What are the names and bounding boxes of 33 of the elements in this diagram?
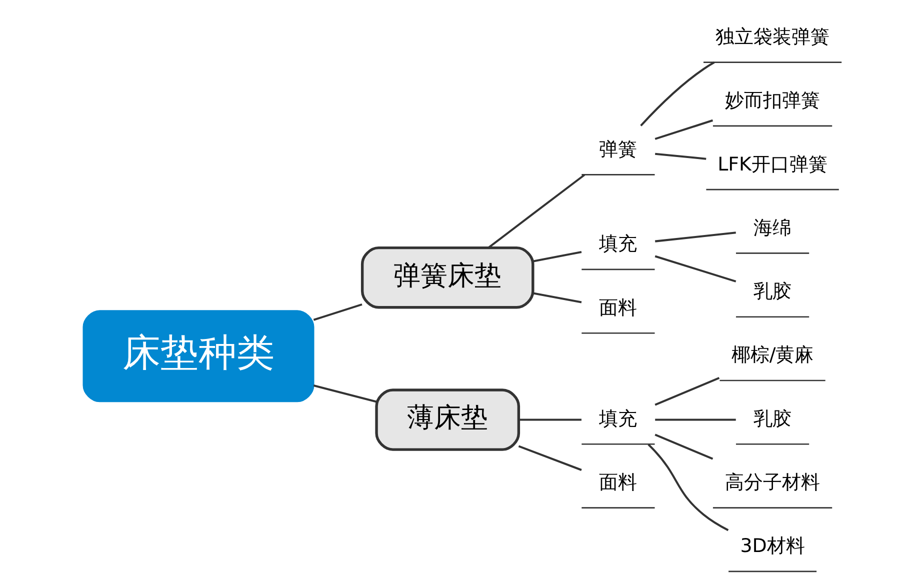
node-text: 填充 [598, 408, 637, 430]
connector [647, 444, 728, 532]
connector [518, 418, 581, 421]
connector [532, 292, 582, 304]
node-text: LFK开口弹簧 [717, 153, 827, 176]
node-text: 填充 [598, 233, 637, 256]
connector [532, 250, 582, 262]
node-box: 床垫种类 [82, 310, 314, 402]
node-text: 妙而扣弹簧 [724, 90, 820, 112]
connector [654, 119, 713, 140]
connector [312, 303, 362, 321]
connector [654, 377, 720, 406]
node-box: 弹簧床垫 [360, 246, 534, 309]
node-text: 弹簧 [598, 138, 637, 160]
node-text: 乳胶 [753, 280, 792, 303]
node-box: 薄床垫 [374, 388, 520, 451]
node-text: 海绵 [753, 216, 792, 239]
connector [654, 255, 736, 282]
node-text: 独立袋装弹簧 [715, 26, 830, 48]
connector [654, 152, 706, 160]
node-text: 高分子材料 [724, 471, 820, 494]
node-text: 面料 [598, 296, 637, 319]
node-text: 面料 [598, 471, 637, 494]
connector [640, 62, 714, 126]
node-text: 椰棕/黄麻 [730, 344, 814, 366]
connector [312, 384, 376, 403]
connector [518, 445, 582, 471]
connector [487, 174, 585, 249]
connector [654, 418, 736, 421]
node-text: 乳胶 [753, 408, 792, 430]
node-text: 3D材料 [740, 535, 804, 558]
connector [654, 232, 736, 242]
connector [654, 434, 713, 460]
